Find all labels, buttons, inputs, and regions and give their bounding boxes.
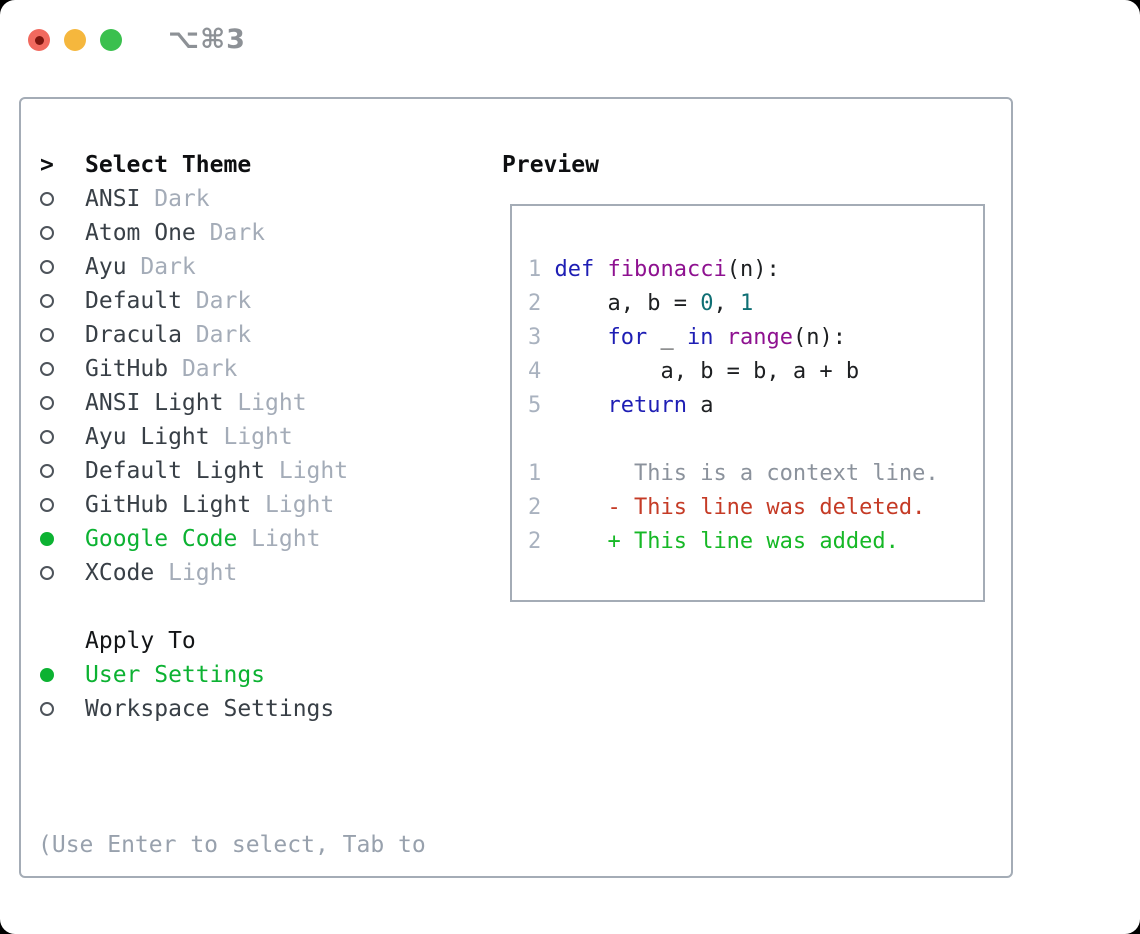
line-number: 4	[528, 359, 555, 384]
line-number: 3	[528, 325, 555, 350]
code-line: 1 def fibonacci(n):	[528, 257, 780, 282]
theme-variant-label: Light	[265, 458, 349, 484]
apply-to-option-label: Workspace Settings	[85, 696, 335, 722]
radio-icon	[40, 464, 54, 478]
window-title: ⌥⌘3	[168, 24, 246, 55]
radio-icon	[40, 362, 54, 376]
code-preview-block: 1 def fibonacci(n): 2 a, b = 0, 1 3 for _ …	[528, 253, 983, 423]
preview-box: 1 def fibonacci(n): 2 a, b = 0, 1 3 for _ …	[510, 204, 985, 602]
theme-option-label: Default	[85, 288, 182, 314]
theme-variant-label: Dark	[126, 254, 196, 280]
diff-line: 2 - This line was deleted.	[528, 495, 926, 520]
line-number: 1	[528, 257, 555, 282]
radio-icon	[40, 260, 54, 274]
line-number: 2	[528, 291, 555, 316]
traffic-lights	[28, 29, 122, 51]
theme-option[interactable]: Ayu Light Light	[38, 420, 426, 454]
theme-variant-label: Dark	[195, 220, 266, 246]
code-line: 2 a, b = 0, 1	[528, 291, 754, 316]
theme-option-label: GitHub Light	[85, 492, 252, 518]
theme-option-label: Google Code	[85, 526, 238, 552]
select-theme-label: Select Theme	[85, 152, 252, 178]
preview-label: Preview	[502, 152, 599, 178]
apply-to-label: Apply To	[85, 628, 196, 654]
radio-icon	[40, 226, 54, 240]
radio-icon	[40, 702, 54, 716]
radio-icon	[40, 396, 54, 410]
code-line: 5 return a	[528, 393, 714, 418]
diff-preview-block: 1 This is a context line. 2 - This line w…	[528, 457, 983, 559]
apply-to-option-label: User Settings	[85, 662, 266, 688]
radio-icon	[40, 192, 54, 206]
radio-selected-icon	[40, 668, 54, 682]
hint-line-2: change focus)	[38, 930, 426, 934]
theme-option[interactable]: Default Light Light	[38, 454, 426, 488]
theme-option-label: GitHub	[85, 356, 169, 382]
apply-to-option[interactable]: Workspace Settings	[38, 692, 426, 726]
line-number: 2	[528, 529, 555, 554]
line-number: 5	[528, 393, 555, 418]
radio-icon	[40, 566, 54, 580]
theme-variant-label: Dark	[181, 288, 252, 314]
theme-option-label: Ayu	[85, 254, 127, 280]
theme-option-label: ANSI Light	[85, 390, 224, 416]
titlebar: ⌥⌘3	[0, 0, 1140, 80]
radio-icon	[40, 328, 54, 342]
minimize-button[interactable]	[64, 29, 86, 51]
theme-variant-label: Dark	[140, 186, 210, 212]
theme-option[interactable]: ANSI Dark	[38, 182, 426, 216]
theme-option-label: Atom One	[85, 220, 196, 246]
close-button[interactable]	[28, 29, 50, 51]
theme-option[interactable]: Default Dark	[38, 284, 426, 318]
theme-option-label: Dracula	[85, 322, 182, 348]
theme-option[interactable]: ANSI Light Light	[38, 386, 426, 420]
theme-option[interactable]: Atom One Dark	[38, 216, 426, 250]
line-number: 1	[528, 461, 555, 486]
diff-line: 2 + This line was added.	[528, 529, 899, 554]
theme-variant-label: Light	[223, 390, 307, 416]
theme-option[interactable]: Dracula Dark	[38, 318, 426, 352]
theme-option[interactable]: Google Code Light	[38, 522, 426, 556]
apply-to-header: Apply To	[38, 624, 426, 658]
line-number: 2	[528, 495, 555, 520]
preview-code: 1 def fibonacci(n): 2 a, b = 0, 1 3 for _ …	[512, 206, 983, 559]
theme-variant-label: Dark	[168, 356, 238, 382]
apply-to-option[interactable]: User Settings	[38, 658, 426, 692]
theme-option-label: XCode	[85, 560, 155, 586]
radio-selected-icon	[40, 532, 54, 546]
diff-line: 1 This is a context line.	[528, 461, 939, 486]
theme-option-label: ANSI	[85, 186, 141, 212]
radio-icon	[40, 294, 54, 308]
theme-option[interactable]: GitHub Light Light	[38, 488, 426, 522]
theme-variant-label: Dark	[181, 322, 252, 348]
radio-icon	[40, 498, 54, 512]
hint-text: (Use Enter to select, Tab to change focu…	[38, 760, 426, 934]
theme-variant-label: Light	[154, 560, 238, 586]
theme-option-label: Ayu Light	[85, 424, 210, 450]
theme-option[interactable]: Ayu Dark	[38, 250, 426, 284]
radio-icon	[40, 430, 54, 444]
select-theme-header: > Select Theme	[38, 148, 426, 182]
theme-variant-label: Light	[251, 492, 335, 518]
selection-caret-icon: >	[40, 152, 54, 178]
theme-option[interactable]: XCode Light	[38, 556, 426, 590]
theme-variant-label: Light	[237, 526, 321, 552]
zoom-button[interactable]	[100, 29, 122, 51]
unsaved-dot-icon	[34, 35, 44, 45]
theme-option-label: Default Light	[85, 458, 266, 484]
theme-option[interactable]: GitHub Dark	[38, 352, 426, 386]
code-line: 3 for _ in range(n):	[528, 325, 846, 350]
hint-line-1: (Use Enter to select, Tab to	[38, 832, 426, 858]
theme-variant-label: Light	[209, 424, 293, 450]
code-line: 4 a, b = b, a + b	[528, 359, 860, 384]
